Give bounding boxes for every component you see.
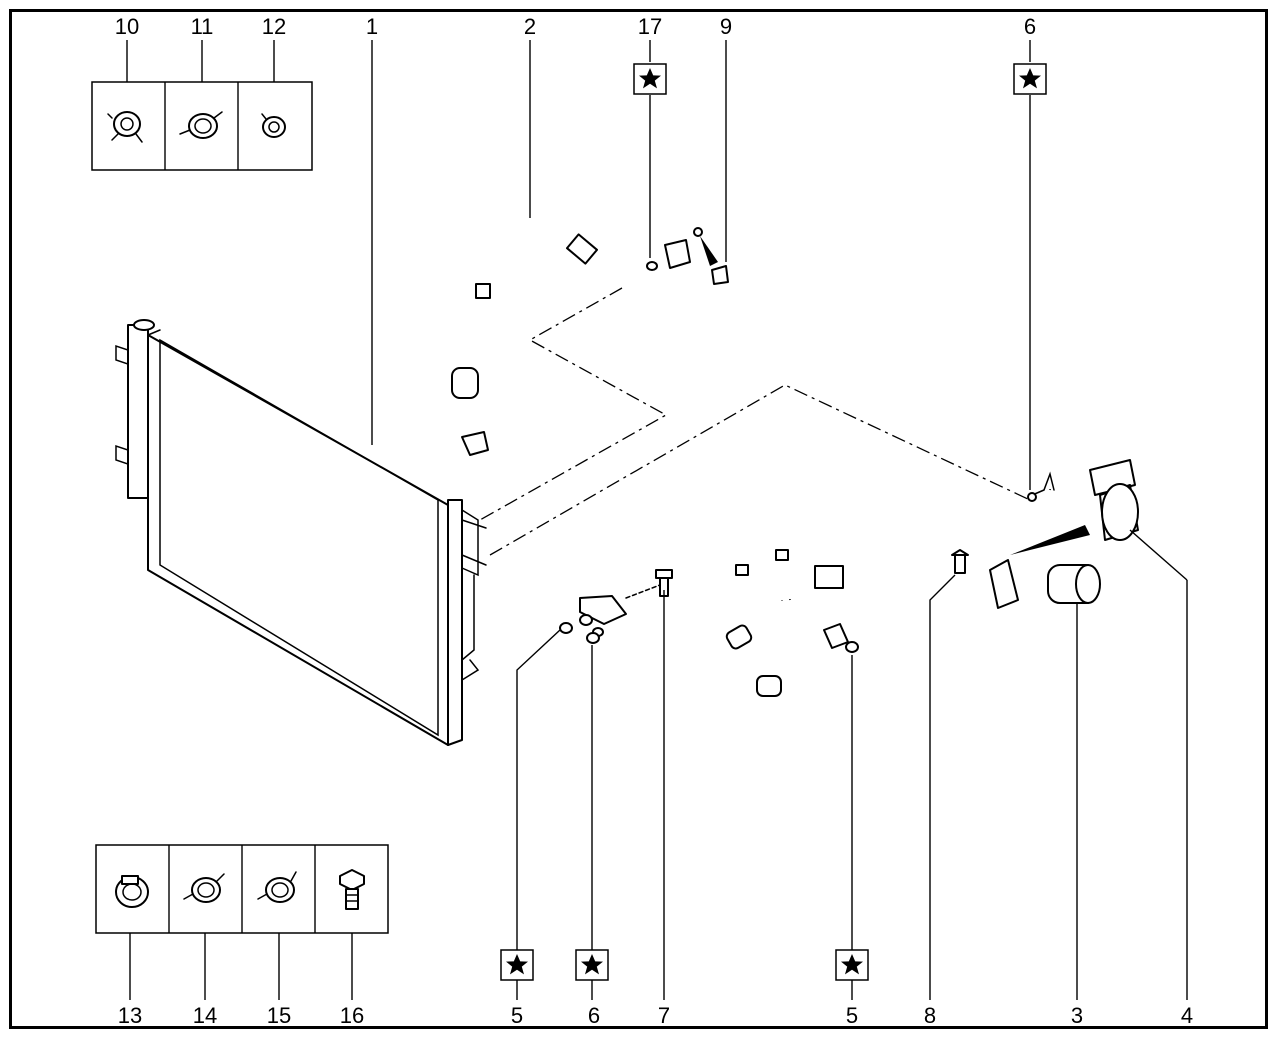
condenser xyxy=(115,40,487,746)
callout-13: 13 xyxy=(118,1003,142,1028)
diagram-frame xyxy=(9,9,1268,1029)
bolt-16-icon xyxy=(339,869,365,910)
callout-2: 2 xyxy=(524,14,536,39)
callout-1: 1 xyxy=(366,14,378,39)
hose-clamp-11-icon xyxy=(179,111,223,139)
star-icon xyxy=(835,949,869,981)
callout-5-left: 5 xyxy=(511,1003,523,1028)
callout-6-top: 6 xyxy=(1024,14,1036,39)
callout-3: 3 xyxy=(1071,1003,1083,1028)
callout-4: 4 xyxy=(1181,1003,1193,1028)
leader-lines xyxy=(516,40,1031,1000)
star-icon xyxy=(1013,63,1047,95)
callout-8: 8 xyxy=(924,1003,936,1028)
star-icon xyxy=(633,63,667,95)
discharge-hose-2 xyxy=(451,40,729,456)
hose-clamp-15-icon xyxy=(257,871,297,903)
callout-12: 12 xyxy=(262,14,286,39)
clamp-box-bottom xyxy=(95,844,389,1000)
callout-5-right: 5 xyxy=(846,1003,858,1028)
callout-9: 9 xyxy=(720,14,732,39)
star-icon xyxy=(575,949,609,981)
callout-15: 15 xyxy=(267,1003,291,1028)
suction-hose-assembly xyxy=(559,471,1082,699)
callout-17: 17 xyxy=(638,14,662,39)
accumulator-3 xyxy=(1047,564,1101,1000)
pressure-switch-4 xyxy=(1010,459,1188,1000)
callout-11: 11 xyxy=(191,14,214,39)
hose-clamp-14-icon xyxy=(183,873,225,903)
hose-clamp-13-icon xyxy=(115,875,149,908)
callout-14: 14 xyxy=(193,1003,217,1028)
callout-6-bottom: 6 xyxy=(588,1003,600,1028)
callout-16: 16 xyxy=(340,1003,364,1028)
hose-clamp-12-icon xyxy=(261,113,286,138)
hose-clamp-10-icon xyxy=(107,111,143,143)
star-icon xyxy=(500,949,534,981)
callout-10: 10 xyxy=(115,14,139,39)
callout-7: 7 xyxy=(658,1003,670,1028)
clamp-box-top xyxy=(91,40,313,171)
